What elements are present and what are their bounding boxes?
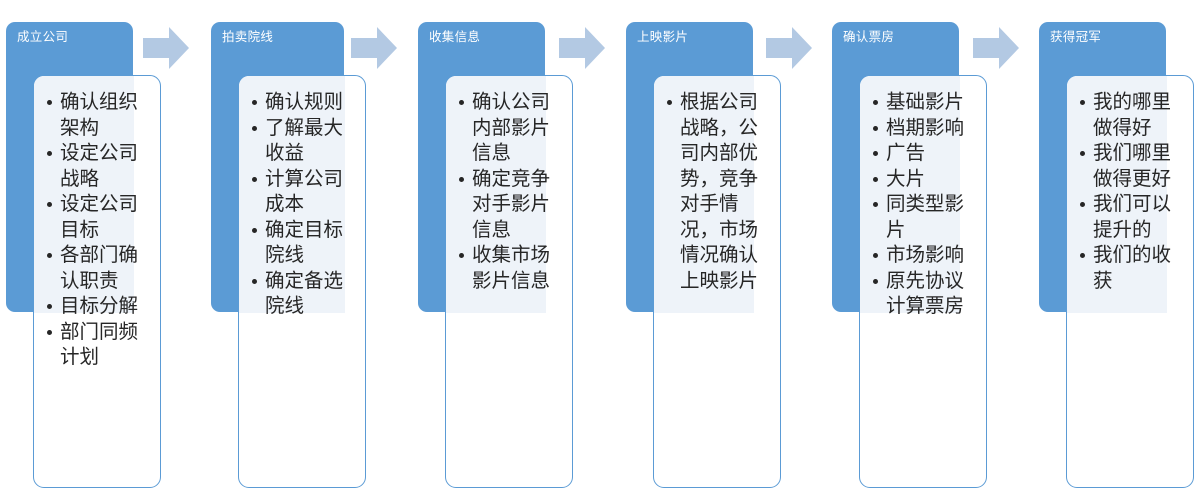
list-item: 部门同频计划 xyxy=(47,320,154,371)
stage-title: 获得冠军 xyxy=(1050,30,1102,44)
stage-bullet-list: 确认组织架构设定公司战略设定公司目标各部门确认职责目标分解部门同频计划 xyxy=(34,76,160,371)
right-arrow-icon xyxy=(973,26,1020,70)
stage-title: 成立公司 xyxy=(17,30,69,44)
list-item: 确认组织架构 xyxy=(47,90,154,141)
stage-content-card[interactable]: 基础影片档期影响广告大片同类型影片市场影响原先协议计算票房 xyxy=(859,75,987,488)
list-item: 收集市场影片信息 xyxy=(459,243,566,294)
list-item: 确认公司内部影片信息 xyxy=(459,90,566,167)
stage-bullet-list: 基础影片档期影响广告大片同类型影片市场影响原先协议计算票房 xyxy=(860,76,986,320)
list-item: 原先协议计算票房 xyxy=(873,269,980,320)
list-item: 我们的收获 xyxy=(1080,243,1187,294)
list-item: 基础影片 xyxy=(873,90,980,116)
stage-content-card[interactable]: 确认规则了解最大收益计算公司成本确定目标院线确定备选院线 xyxy=(238,75,366,488)
list-item: 确定目标院线 xyxy=(252,218,359,269)
stage-content-card[interactable]: 确认组织架构设定公司战略设定公司目标各部门确认职责目标分解部门同频计划 xyxy=(33,75,161,488)
list-item: 确认规则 xyxy=(252,90,359,116)
list-item: 了解最大收益 xyxy=(252,116,359,167)
list-item: 我的哪里做得好 xyxy=(1080,90,1187,141)
list-item: 我们可以提升的 xyxy=(1080,192,1187,243)
list-item: 设定公司目标 xyxy=(47,192,154,243)
list-item: 确定备选院线 xyxy=(252,269,359,320)
list-item: 广告 xyxy=(873,141,980,167)
right-arrow-icon xyxy=(766,26,813,70)
stage-title: 上映影片 xyxy=(637,30,689,44)
stage-content-card[interactable]: 确认公司内部影片信息确定竞争对手影片信息收集市场影片信息 xyxy=(445,75,573,488)
stage-bullet-list: 我的哪里做得好我们哪里做得更好我们可以提升的我们的收获 xyxy=(1067,76,1193,294)
list-item: 各部门确认职责 xyxy=(47,243,154,294)
list-item: 市场影响 xyxy=(873,243,980,269)
stage-content-card[interactable]: 我的哪里做得好我们哪里做得更好我们可以提升的我们的收获 xyxy=(1066,75,1194,488)
right-arrow-icon xyxy=(559,26,606,70)
stage-title: 确认票房 xyxy=(843,30,895,44)
stage-bullet-list: 确认公司内部影片信息确定竞争对手影片信息收集市场影片信息 xyxy=(446,76,572,294)
stage-bullet-list: 确认规则了解最大收益计算公司成本确定目标院线确定备选院线 xyxy=(239,76,365,320)
list-item: 档期影响 xyxy=(873,116,980,142)
stage-title: 拍卖院线 xyxy=(222,30,274,44)
right-arrow-icon xyxy=(351,26,398,70)
list-item: 根据公司战略，公司内部优势，竞争对手情况，市场情况确认上映影片 xyxy=(667,90,774,294)
stage-title: 收集信息 xyxy=(429,30,481,44)
list-item: 我们哪里做得更好 xyxy=(1080,141,1187,192)
list-item: 大片 xyxy=(873,167,980,193)
list-item: 设定公司战略 xyxy=(47,141,154,192)
stage-content-card[interactable]: 根据公司战略，公司内部优势，竞争对手情况，市场情况确认上映影片 xyxy=(653,75,781,488)
right-arrow-icon xyxy=(143,26,190,70)
list-item: 目标分解 xyxy=(47,294,154,320)
list-item: 计算公司成本 xyxy=(252,167,359,218)
list-item: 确定竞争对手影片信息 xyxy=(459,167,566,244)
list-item: 同类型影片 xyxy=(873,192,980,243)
stage-bullet-list: 根据公司战略，公司内部优势，竞争对手情况，市场情况确认上映影片 xyxy=(654,76,780,294)
